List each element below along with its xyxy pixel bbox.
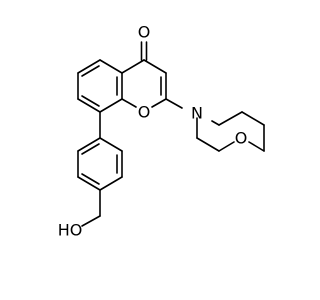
bond-p6-p1: [99, 137, 123, 152]
ring-oxygen-label: O: [138, 103, 151, 122]
morpholine-nitrogen-label: N: [191, 104, 203, 123]
bond-c7-c8: [77, 98, 101, 113]
atom-labels: O O N O HO: [58, 23, 248, 240]
bond-c4a-c5: [99, 59, 123, 74]
bond-p3-p4-inner: [81, 173, 100, 185]
bond-n-cf: [211, 120, 220, 126]
bonds: [77, 41, 265, 227]
bond-o1-c8a: [121, 98, 137, 108]
morpholine-oxygen-label: O: [235, 129, 248, 148]
bond-oh-stub: [81, 215, 101, 227]
bond-c4-c3: [143, 59, 167, 74]
bond-c2-o1: [151, 98, 167, 108]
bond-p4-p5: [99, 176, 123, 191]
bond-o-cc: [248, 141, 265, 152]
bond-ca-cb: [196, 137, 220, 152]
bond-c7-c8-inner: [81, 95, 100, 107]
structure-diagram: O O N O HO: [58, 23, 265, 240]
bond-c4a-c4: [121, 59, 145, 74]
bond-p1-p2-inner: [81, 143, 100, 155]
bond-p3-p4: [77, 176, 101, 191]
bond-c2-n: [165, 98, 183, 109]
bond-cd-ce: [241, 111, 265, 126]
bond-c5-c6: [77, 59, 101, 74]
hydroxyl-label: HO: [58, 221, 83, 240]
carbonyl-oxygen-label: O: [138, 23, 151, 42]
bond-ce-n: [218, 111, 243, 126]
bond-c5-c6-inner: [81, 65, 100, 77]
bond-c8-c8a: [99, 98, 123, 113]
bond-p1-p2: [77, 137, 101, 152]
bond-cb-o: [218, 141, 235, 152]
